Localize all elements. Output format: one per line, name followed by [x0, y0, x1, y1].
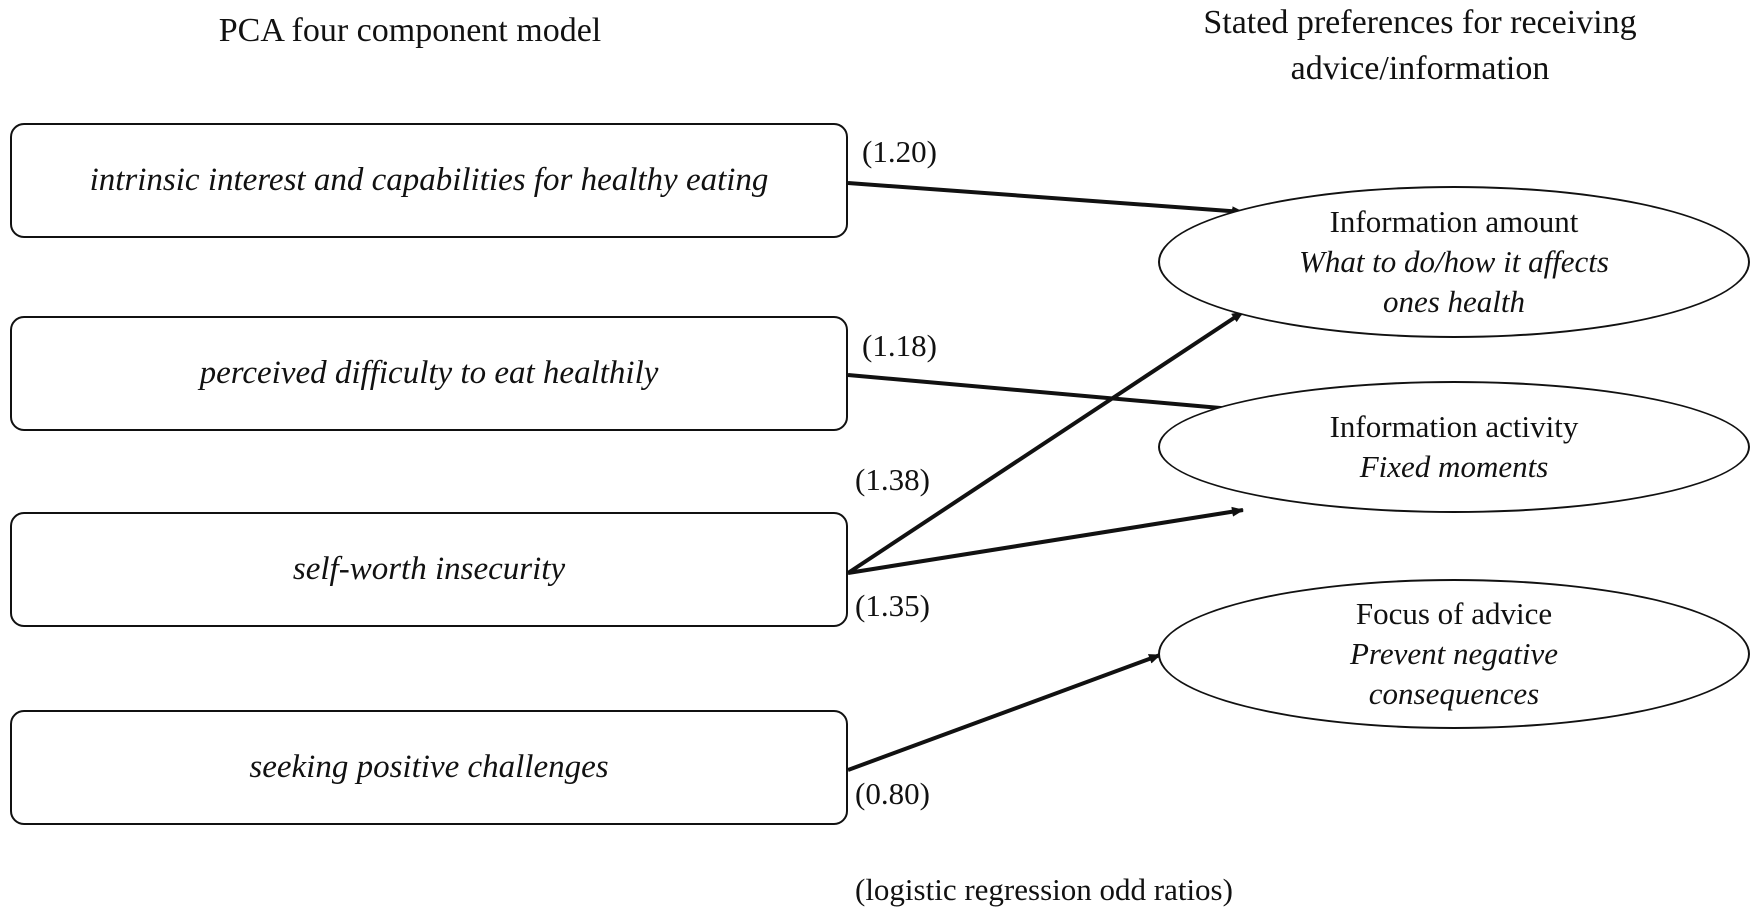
- arrow-self-worth-to-information-amount: [846, 310, 1245, 575]
- arrow-self-worth-to-information-activity: [847, 506, 1244, 575]
- component-label: seeking positive challenges: [249, 749, 609, 785]
- arrow-intrinsic-to-information-amount: [847, 181, 1244, 217]
- outcome-subtitle: ones health: [1382, 284, 1526, 319]
- outcome-ellipse-information-amount: Information amount What to do/how it aff…: [1158, 186, 1750, 338]
- right-heading: Stated preferences for receiving advice/…: [1130, 0, 1710, 92]
- outcome-title: Focus of advice: [1355, 596, 1553, 631]
- outcome-subtitle: consequences: [1368, 676, 1540, 711]
- left-heading: PCA four component model: [218, 12, 602, 49]
- odds-ratio-label: (1.18): [862, 328, 937, 363]
- component-box-perceived-difficulty: perceived difficulty to eat healthily: [10, 316, 848, 431]
- component-box-intrinsic-interest: intrinsic interest and capabilities for …: [10, 123, 848, 238]
- arrow-difficulty-to-information-activity: [847, 373, 1244, 415]
- odds-ratio-label: (1.35): [855, 588, 930, 623]
- outcome-subtitle: What to do/how it affects: [1299, 244, 1609, 279]
- odds-ratio-label: (1.20): [862, 134, 937, 169]
- right-heading-line-1: Stated preferences for receiving: [1203, 4, 1637, 41]
- outcome-subtitle: Prevent negative: [1350, 636, 1558, 671]
- odds-ratio-label: (1.38): [855, 462, 930, 497]
- outcome-title: Information amount: [1329, 204, 1579, 239]
- outcome-title: Information activity: [1329, 409, 1579, 444]
- component-label: perceived difficulty to eat healthily: [199, 355, 659, 391]
- component-label: intrinsic interest and capabilities for …: [89, 162, 769, 198]
- component-box-seeking-positive-challenges: seeking positive challenges: [10, 710, 848, 825]
- caption: (logistic regression odd ratios): [855, 872, 1233, 907]
- outcome-ellipse-focus-of-advice: Focus of advice Prevent negative consequ…: [1158, 579, 1750, 729]
- odds-ratio-label: (0.80): [855, 776, 930, 811]
- outcome-ellipse-information-activity: Information activity Fixed moments: [1158, 381, 1750, 513]
- component-box-self-worth-insecurity: self-worth insecurity: [10, 512, 848, 627]
- outcome-subtitle: Fixed moments: [1359, 449, 1549, 484]
- right-heading-line-2: advice/information: [1290, 50, 1550, 87]
- component-label: self-worth insecurity: [292, 551, 566, 587]
- arrow-challenges-to-focus-of-advice: [847, 653, 1161, 772]
